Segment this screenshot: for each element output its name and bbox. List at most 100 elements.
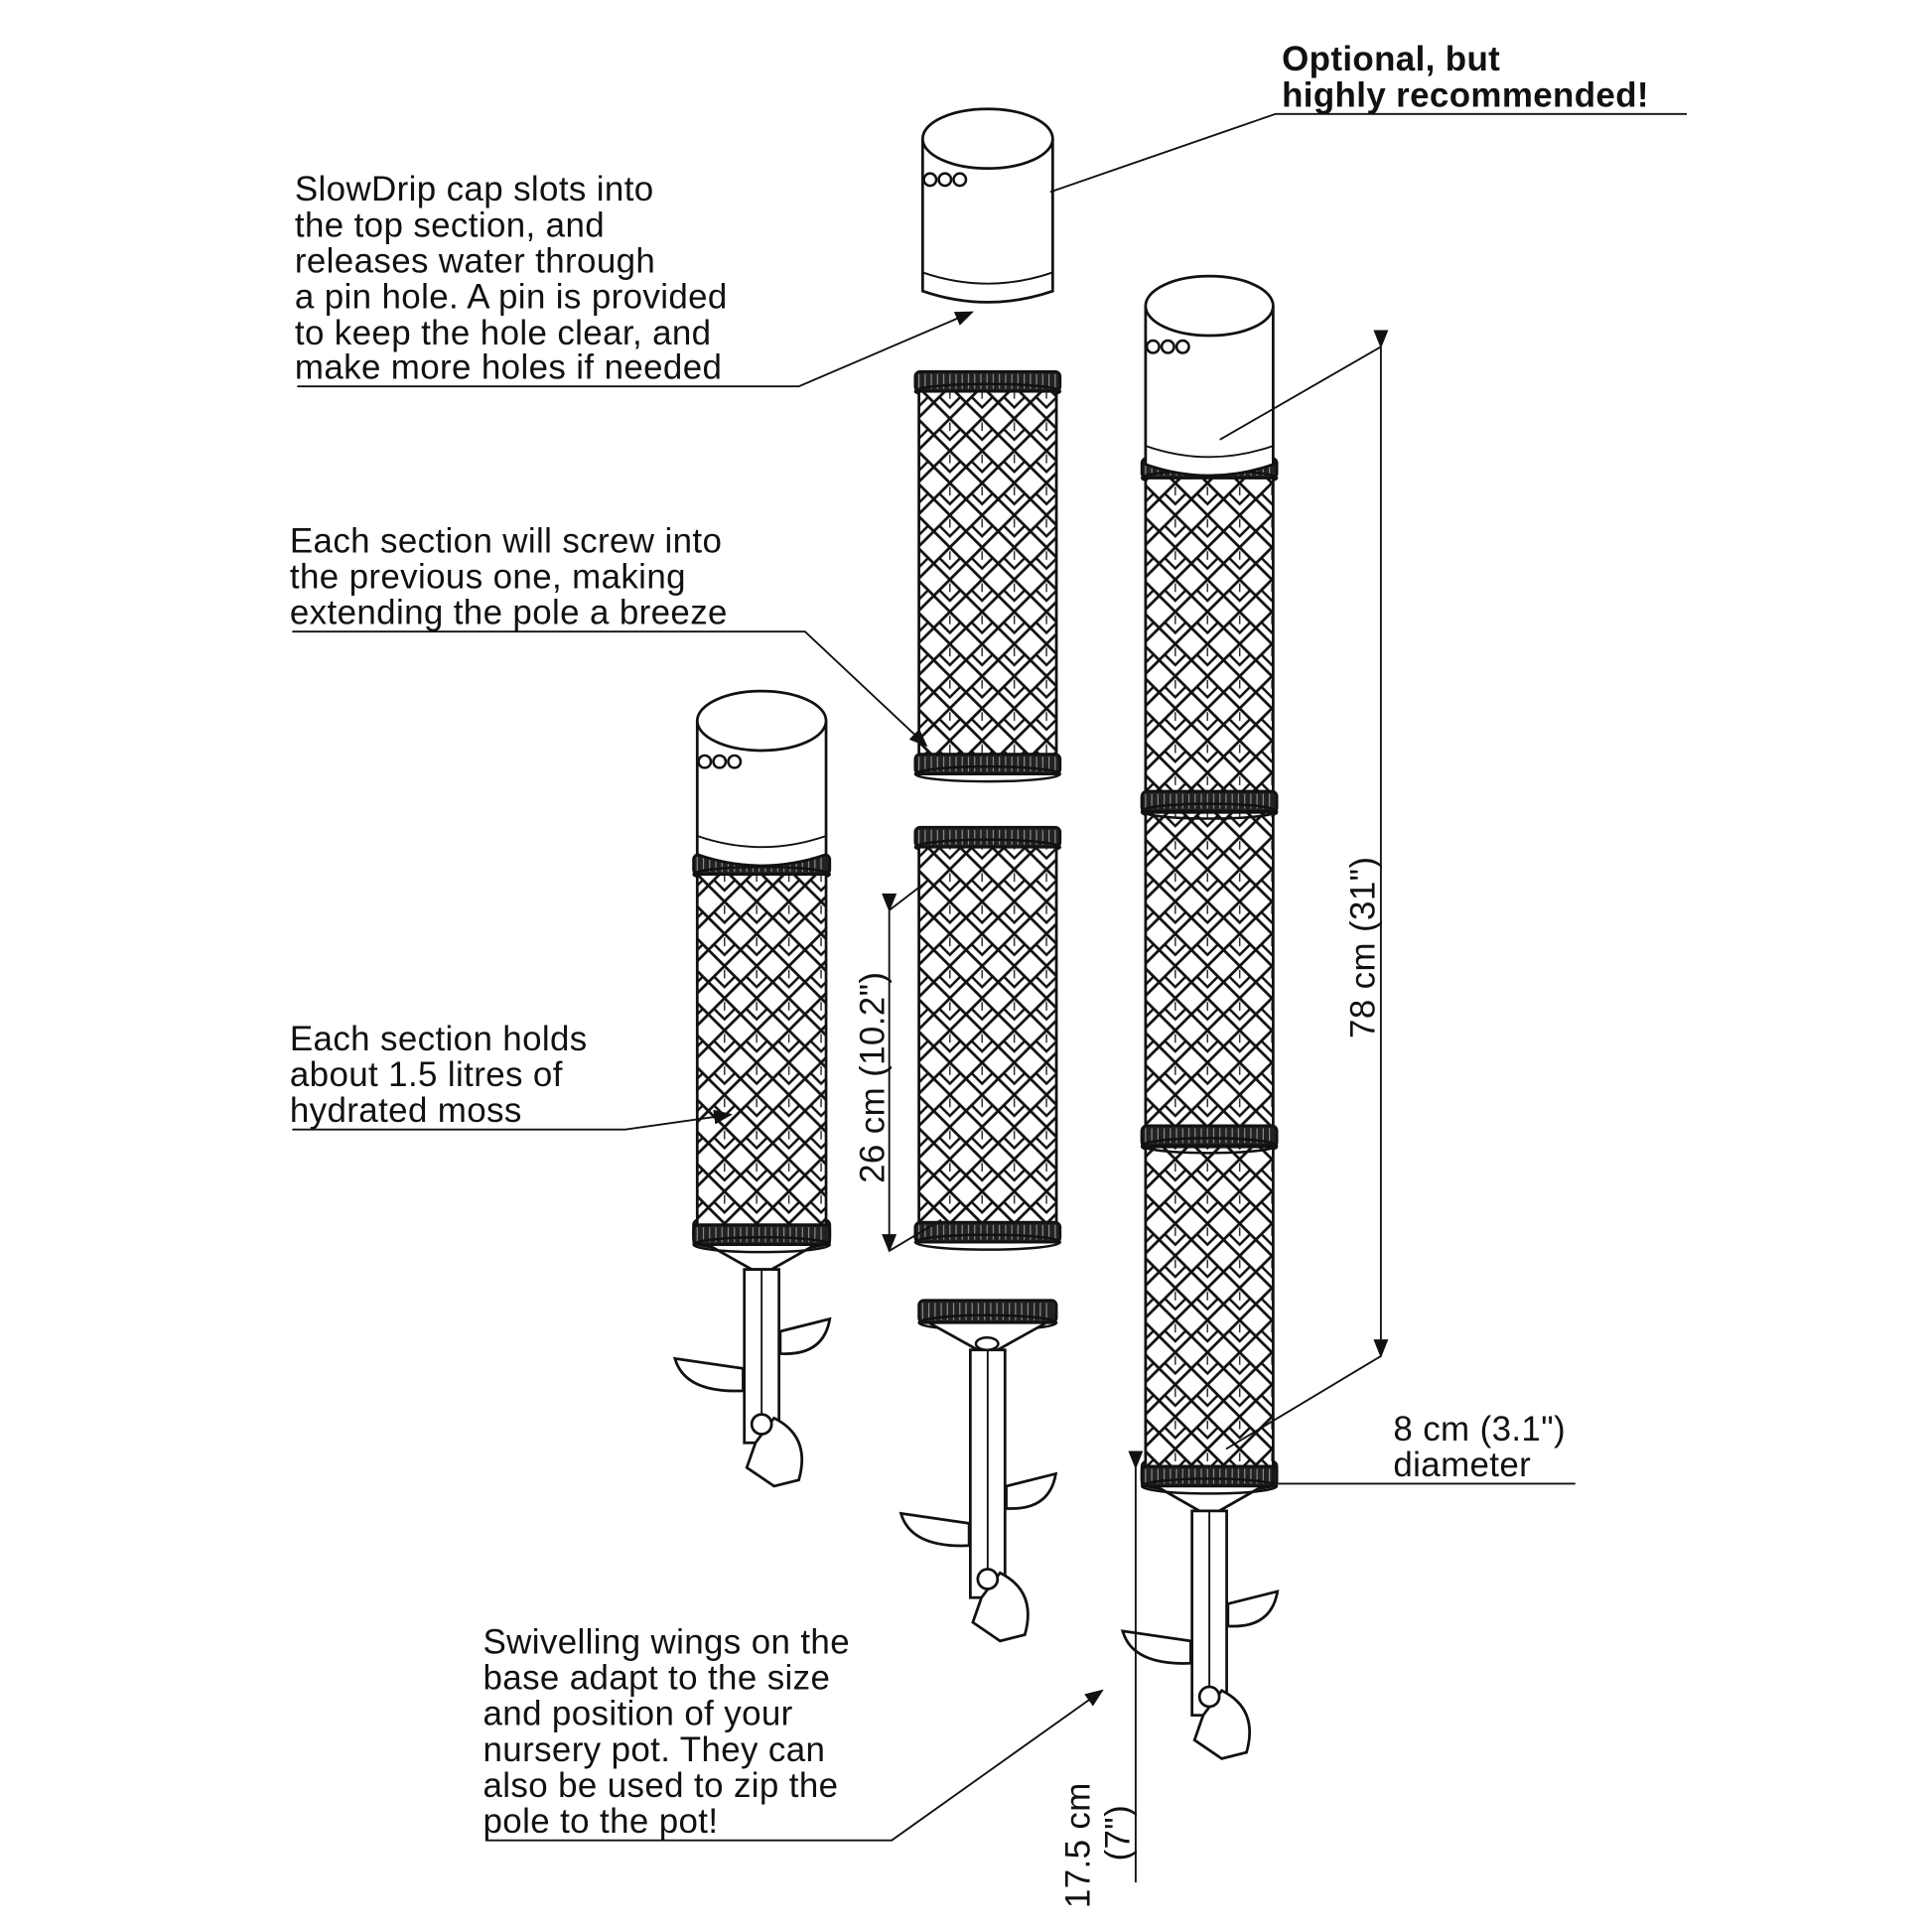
lattice-body (1144, 1145, 1275, 1468)
cap-hole-icon (937, 172, 953, 188)
extension-line (889, 1218, 942, 1252)
dimension-label: (7") (1099, 1805, 1138, 1862)
callout-line: about 1.5 litres of (290, 1055, 563, 1094)
pole-section (913, 825, 1062, 1251)
wing-bottom (971, 1571, 1030, 1643)
cap-hole-icon (952, 172, 968, 188)
callout-line: nursery pot. They can (483, 1730, 826, 1769)
dimension-total-height: 78 cm (31") (1219, 330, 1389, 1450)
ring-edge (1140, 1477, 1279, 1495)
cap-top (1144, 274, 1275, 338)
callout-line: the top section, and (295, 206, 605, 244)
slowdrip-cap (695, 689, 828, 868)
ring-edge (692, 1235, 832, 1254)
callout-line: highly recommended! (1282, 75, 1649, 114)
callout-optional: Optional, but highly recommended! (1049, 40, 1688, 194)
callout-line: Each section holds (290, 1020, 588, 1058)
callout-line: Swivelling wings on the (483, 1622, 851, 1661)
pole-section (692, 853, 832, 1254)
threaded-ring (1140, 1464, 1279, 1488)
threaded-ring (1140, 1124, 1279, 1148)
cap-hole-icon (922, 172, 938, 188)
callout-line: base adapt to the size (483, 1659, 831, 1698)
ring-edge (913, 764, 1062, 783)
callout-diameter: 8 cm (3.1") diameter (1272, 1337, 1576, 1485)
wing-left (1120, 1629, 1192, 1665)
extension-line (1219, 345, 1382, 441)
wing-bottom (1192, 1689, 1251, 1760)
leader-line (484, 1689, 1104, 1842)
pole-section (1140, 457, 1279, 820)
callout-line: make more holes if needed (295, 348, 722, 387)
cap-hole-icon (1174, 339, 1190, 354)
wing-left (672, 1356, 745, 1393)
threaded-ring (1140, 789, 1279, 813)
cap-hole-icon (727, 754, 743, 769)
callout-line: releases water through (295, 241, 655, 280)
leader-line (1049, 112, 1688, 194)
callout-line: diameter (1393, 1446, 1531, 1484)
swivel-screw (976, 1568, 1000, 1590)
leader-line (292, 1109, 733, 1131)
wing-bottom (745, 1416, 804, 1488)
base-funnel (698, 1240, 826, 1271)
callout-line: SlowDrip cap slots into (295, 170, 654, 208)
lattice-body (695, 873, 828, 1227)
pole-section (1140, 1125, 1279, 1495)
callout-slowdrip: SlowDrip cap slots into the top section,… (295, 170, 974, 388)
swivel-screw (1197, 1685, 1221, 1709)
base-stake (672, 1218, 832, 1488)
ring-edge (1140, 802, 1279, 820)
extension-line (1225, 1355, 1382, 1450)
cap-hole-icon (1160, 339, 1175, 354)
pole-parts (672, 107, 1280, 1760)
cap-hole-icon (712, 754, 728, 769)
dimension-label: 26 cm (10.2") (854, 972, 893, 1183)
slowdrip-cap (1144, 274, 1275, 478)
wing-right (1005, 1471, 1058, 1510)
base-stake (1120, 1459, 1280, 1760)
callout-line: and position of your (483, 1695, 793, 1733)
callout-line: Optional, but (1282, 40, 1500, 78)
cap-rim (922, 271, 1053, 285)
dimension-label: 78 cm (31") (1344, 857, 1383, 1038)
callout-line: a pin hole. A pin is provided (295, 278, 728, 317)
base-funnel (1146, 1482, 1273, 1513)
pole-section (1140, 790, 1279, 1155)
cap-rim (697, 835, 827, 849)
threaded-ring (917, 1299, 1058, 1324)
callout-line: pole to the pot! (483, 1802, 719, 1841)
cap-hole-icon (697, 754, 713, 769)
swivel-screw (750, 1413, 773, 1436)
lattice-body (917, 845, 1058, 1224)
cap-top (695, 689, 828, 753)
callout-line: hydrated moss (290, 1091, 522, 1130)
callout-screw: Each section will screw into the previou… (290, 521, 928, 748)
callout-line: the previous one, making (290, 558, 686, 597)
callout-wings: Swivelling wings on the base adapt to th… (483, 1622, 1104, 1842)
leader-line (297, 311, 974, 388)
drain-hole-icon (974, 1335, 1000, 1351)
callout-line: Each section will screw into (290, 521, 722, 560)
wing-left (898, 1511, 971, 1548)
wing-right (1226, 1589, 1280, 1628)
callout-line: also be used to zip the (483, 1766, 839, 1805)
pole-section (913, 369, 1062, 783)
lattice-body (1144, 477, 1275, 793)
base-stake (898, 1299, 1058, 1643)
cap-top (920, 107, 1054, 171)
cap-rim (1145, 445, 1274, 459)
dimension-base-height: 17.5 cm (7") (1059, 1450, 1144, 1908)
callout-line: 8 cm (3.1") (1393, 1410, 1566, 1449)
extension-line (889, 881, 927, 911)
dimension-label: 17.5 cm (1059, 1782, 1098, 1908)
callout-holds: Each section holds about 1.5 litres of h… (290, 1020, 733, 1131)
leader-line (292, 630, 928, 748)
cap-hole-icon (1145, 339, 1161, 354)
slowdrip-cap (920, 107, 1054, 304)
lattice-body (917, 389, 1058, 757)
dimension-section-height: 26 cm (10.2") (854, 881, 942, 1253)
callout-line: extending the pole a breeze (290, 594, 728, 632)
lattice-body (1144, 810, 1275, 1128)
